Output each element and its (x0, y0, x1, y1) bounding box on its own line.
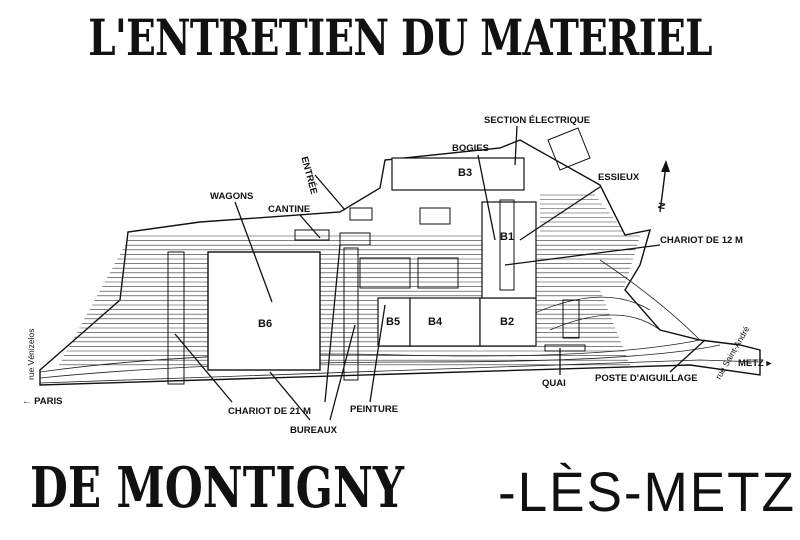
building-cantine (294, 229, 330, 241)
label-chariot-12: CHARIOT DE 12 M (660, 235, 743, 246)
building-b3-label: B3 (458, 167, 472, 179)
label-poste: POSTE D'AIGUILLAGE (595, 373, 698, 384)
building-quai (544, 344, 586, 352)
label-wagons: WAGONS (210, 191, 253, 202)
label-paris: ← PARIS (22, 396, 62, 407)
label-bogies: BOGIES (452, 143, 489, 154)
building-b4-label: B4 (428, 316, 443, 328)
building-misc-3 (419, 207, 451, 225)
title-bottom-main: DE MONTIGNY (30, 455, 405, 521)
label-bureaux: BUREAUX (290, 425, 338, 436)
building-misc-2 (417, 257, 459, 289)
transfer-table-right (343, 247, 359, 381)
leader-lines (174, 125, 706, 421)
building-misc-1 (359, 257, 411, 289)
lead-tracks (39, 259, 761, 384)
label-chariot-21: CHARIOT DE 21 M (228, 406, 311, 417)
transfer-table-21m (167, 251, 185, 385)
transfer-table-12m (499, 199, 515, 291)
title-bottom-sub: -LÈS-METZ (498, 460, 796, 523)
building-b6-label: B6 (258, 318, 272, 330)
building-b2-label: B2 (500, 316, 514, 328)
label-section-electrique: SECTION ÉLECTRIQUE (484, 115, 590, 126)
label-cantine: CANTINE (268, 204, 310, 215)
building-b5 (377, 297, 411, 347)
label-quai: QUAI (542, 378, 566, 389)
label-peinture: PEINTURE (350, 404, 398, 415)
north-arrow-head (661, 160, 670, 172)
building-bureaux (339, 232, 371, 246)
building-b1-label: B1 (500, 231, 514, 243)
label-rue-venizelos: rue Vénizelos (26, 328, 36, 380)
building-poste (562, 299, 580, 339)
north-arrow (659, 164, 667, 213)
building-misc-4 (349, 207, 373, 221)
page-title-top: L'ENTRETIEN DU MATERIEL (88, 8, 712, 67)
label-essieux: ESSIEUX (598, 172, 640, 183)
building-b5-label: B5 (386, 316, 400, 328)
building-annex (547, 127, 591, 171)
label-metz: METZ ▸ (738, 358, 772, 369)
building-b4 (409, 297, 481, 347)
north-label: N (656, 202, 668, 211)
building-b3 (391, 157, 525, 191)
page-title-bottom: DE MONTIGNY -LÈS-METZ (30, 455, 794, 523)
building-b6 (207, 251, 321, 371)
site-outline (39, 139, 761, 386)
